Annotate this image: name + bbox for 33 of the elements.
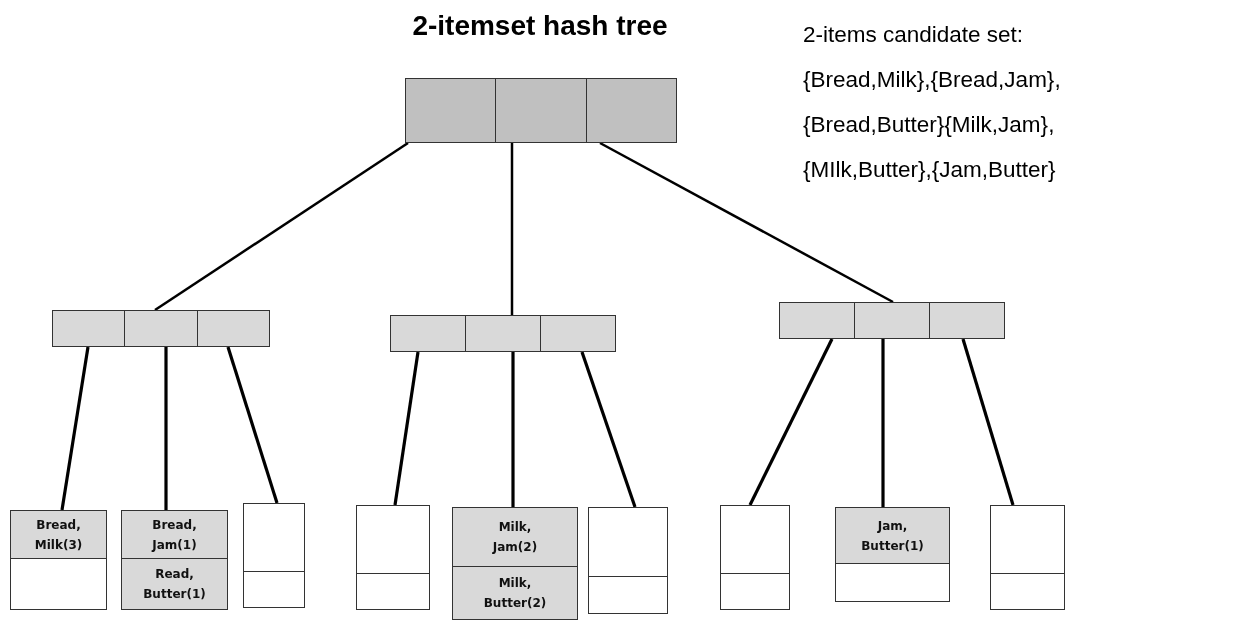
bucket-box <box>835 507 950 602</box>
bucket-box <box>990 505 1065 610</box>
itemset-count: Jam, Butter(1) <box>860 517 925 555</box>
itemset-count: Read, Butter(1) <box>142 566 207 603</box>
tree-branch-line <box>226 346 279 504</box>
tree-branch-line <box>580 351 637 508</box>
tree-branch-line <box>393 351 420 506</box>
hash-table <box>390 315 616 352</box>
tree-branch-line <box>748 338 834 506</box>
tree-branch-line <box>961 338 1015 506</box>
tree-branch-line <box>510 143 514 315</box>
candidate-set-note: 2-items candidate set: {Bread,Milk},{Bread,Jam}, {Bread,Butter}{Milk,Jam}, {MIlk,Butter},{Jam,Butter} <box>803 21 1062 184</box>
itemset-count: Milk, Jam(2) <box>491 519 539 556</box>
hash-table <box>405 78 677 143</box>
hash-table <box>779 302 1005 339</box>
itemset-count: Bread, Jam(1) <box>150 516 198 554</box>
bucket-box <box>588 507 668 614</box>
bucket-box <box>356 505 430 610</box>
bucket-box <box>121 510 228 610</box>
tree-branch-line <box>511 352 515 507</box>
bucket-box <box>452 507 578 620</box>
tree-branch-line <box>164 347 168 510</box>
tree-branch-line <box>60 346 90 511</box>
itemset-count: Bread, Milk(3) <box>33 516 84 554</box>
bucket-box <box>10 510 107 610</box>
tree-branch-line <box>881 339 885 507</box>
hash-table <box>52 310 270 347</box>
bucket-box <box>720 505 790 610</box>
bucket-box <box>243 503 305 608</box>
diagram-title: 2-itemset hash tree <box>411 10 669 42</box>
itemset-count: Milk, Butter(2) <box>482 575 548 612</box>
tree-branch-line <box>599 141 894 304</box>
tree-branch-line <box>154 141 409 312</box>
